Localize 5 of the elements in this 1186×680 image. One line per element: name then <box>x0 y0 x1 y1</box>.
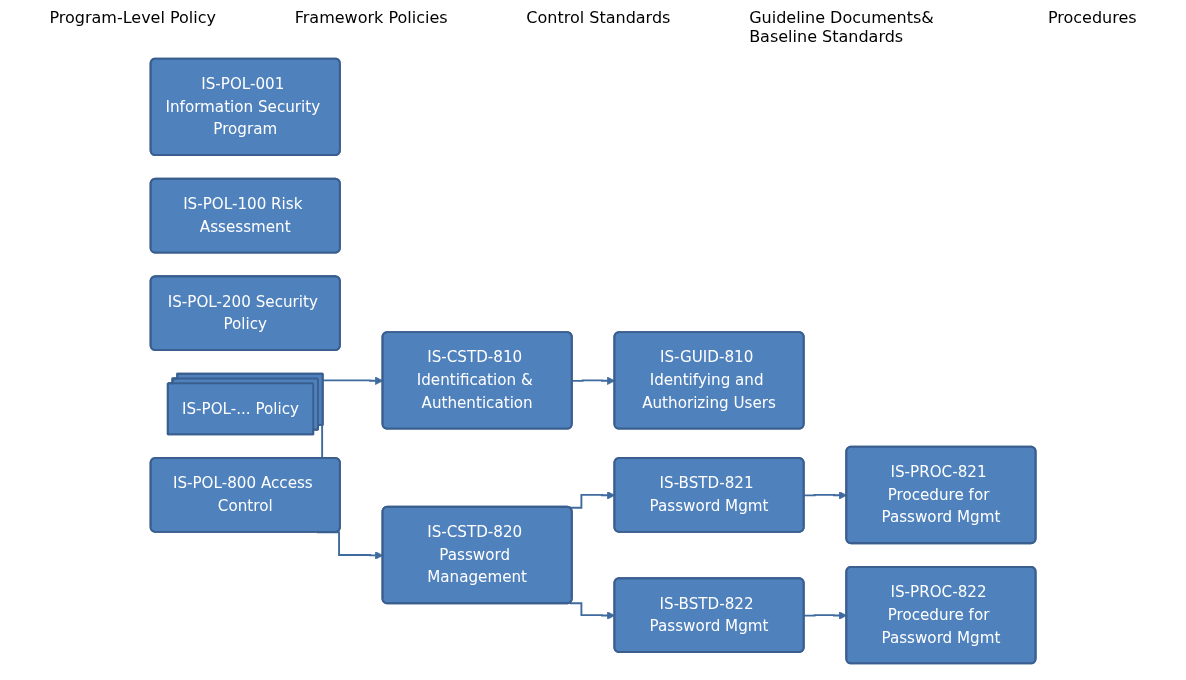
column-heading: Framework Policies <box>294 8 448 29</box>
column-heading: Control Standards <box>526 8 671 29</box>
column-heading: Program-Level Policy <box>49 8 216 29</box>
column-heading: Procedures <box>1047 8 1137 29</box>
column-heading: Guideline Documents& Baseline Standards <box>749 8 935 48</box>
